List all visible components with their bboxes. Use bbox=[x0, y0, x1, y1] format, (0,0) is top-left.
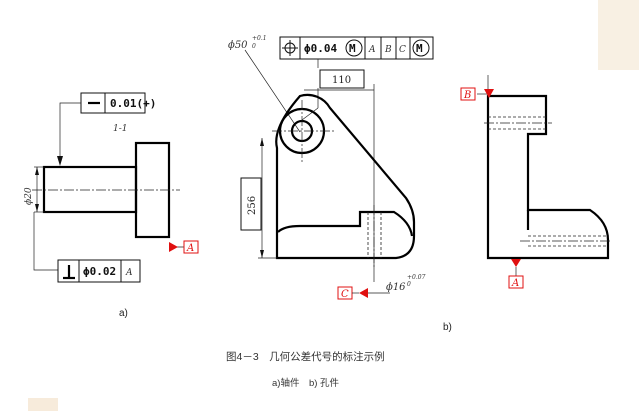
fcf-top-value: 0.01(+) bbox=[110, 97, 156, 110]
fcf-bottom-frame: ϕ0.02 A bbox=[57, 259, 141, 283]
side-view-outline bbox=[486, 94, 610, 260]
fcf-bottom-datum: A bbox=[125, 268, 133, 278]
dim-256: 256 bbox=[247, 196, 258, 215]
fcf-bottom-value: ϕ0.02 bbox=[83, 265, 116, 278]
fcf-datum-b: B bbox=[384, 45, 392, 55]
bottom-hole-upper: +0.07 bbox=[407, 274, 426, 281]
fcf-position-frame: ϕ0.04 M A B C M bbox=[279, 36, 434, 60]
sublabel-a: a) bbox=[119, 308, 128, 319]
dim-diameter-20: ϕ20 bbox=[24, 187, 34, 205]
datum-a-triangle bbox=[169, 242, 178, 252]
figure-b-side-view: B A bbox=[460, 75, 612, 289]
position-symbol bbox=[282, 40, 298, 56]
fcf-position-value: ϕ0.04 bbox=[304, 42, 337, 55]
hole-dim-upper: +0.1 bbox=[252, 35, 267, 42]
datum-b-triangle bbox=[484, 89, 494, 98]
figure-caption: 图4－3 几何公差代号的标注示例 bbox=[226, 350, 385, 363]
fcf-top-note: 1-1 bbox=[113, 124, 128, 134]
fcf-mmc-2: M bbox=[416, 42, 423, 55]
datum-b-label: B bbox=[463, 90, 471, 101]
shaft-small-cylinder bbox=[42, 165, 138, 214]
hole-dim-base: ϕ50 bbox=[228, 40, 248, 51]
figure-subcaption: a)轴件 b) 孔件 bbox=[272, 377, 340, 389]
datum-c-triangle bbox=[359, 288, 368, 298]
datum-a-label: A bbox=[186, 243, 194, 254]
bottom-hole-lower: 0 bbox=[407, 281, 411, 288]
fcf-mmc-1: M bbox=[349, 42, 356, 55]
bracket-outline bbox=[275, 93, 416, 260]
dim-110: 110 bbox=[332, 75, 351, 86]
datum-a2-label: A bbox=[511, 278, 519, 289]
fcf-datum-a: A bbox=[368, 45, 376, 55]
figure-a-shaft: 0.01(+) 1-1 ϕ20 A ϕ0.02 A bbox=[24, 92, 199, 319]
figure-b-bracket: ϕ50 +0.1 0 ϕ0.04 M A B C M bbox=[228, 35, 452, 333]
bottom-hole-base: ϕ16 bbox=[386, 282, 406, 293]
fcf-datum-c: C bbox=[399, 45, 406, 55]
hole-dim-lower: 0 bbox=[252, 43, 256, 50]
datum-a2-triangle bbox=[511, 259, 521, 267]
datum-c-label: C bbox=[341, 289, 349, 300]
sublabel-b: b) bbox=[443, 322, 452, 333]
watermark bbox=[28, 0, 639, 411]
fcf-top-frame: 0.01(+) 1-1 bbox=[80, 92, 156, 134]
